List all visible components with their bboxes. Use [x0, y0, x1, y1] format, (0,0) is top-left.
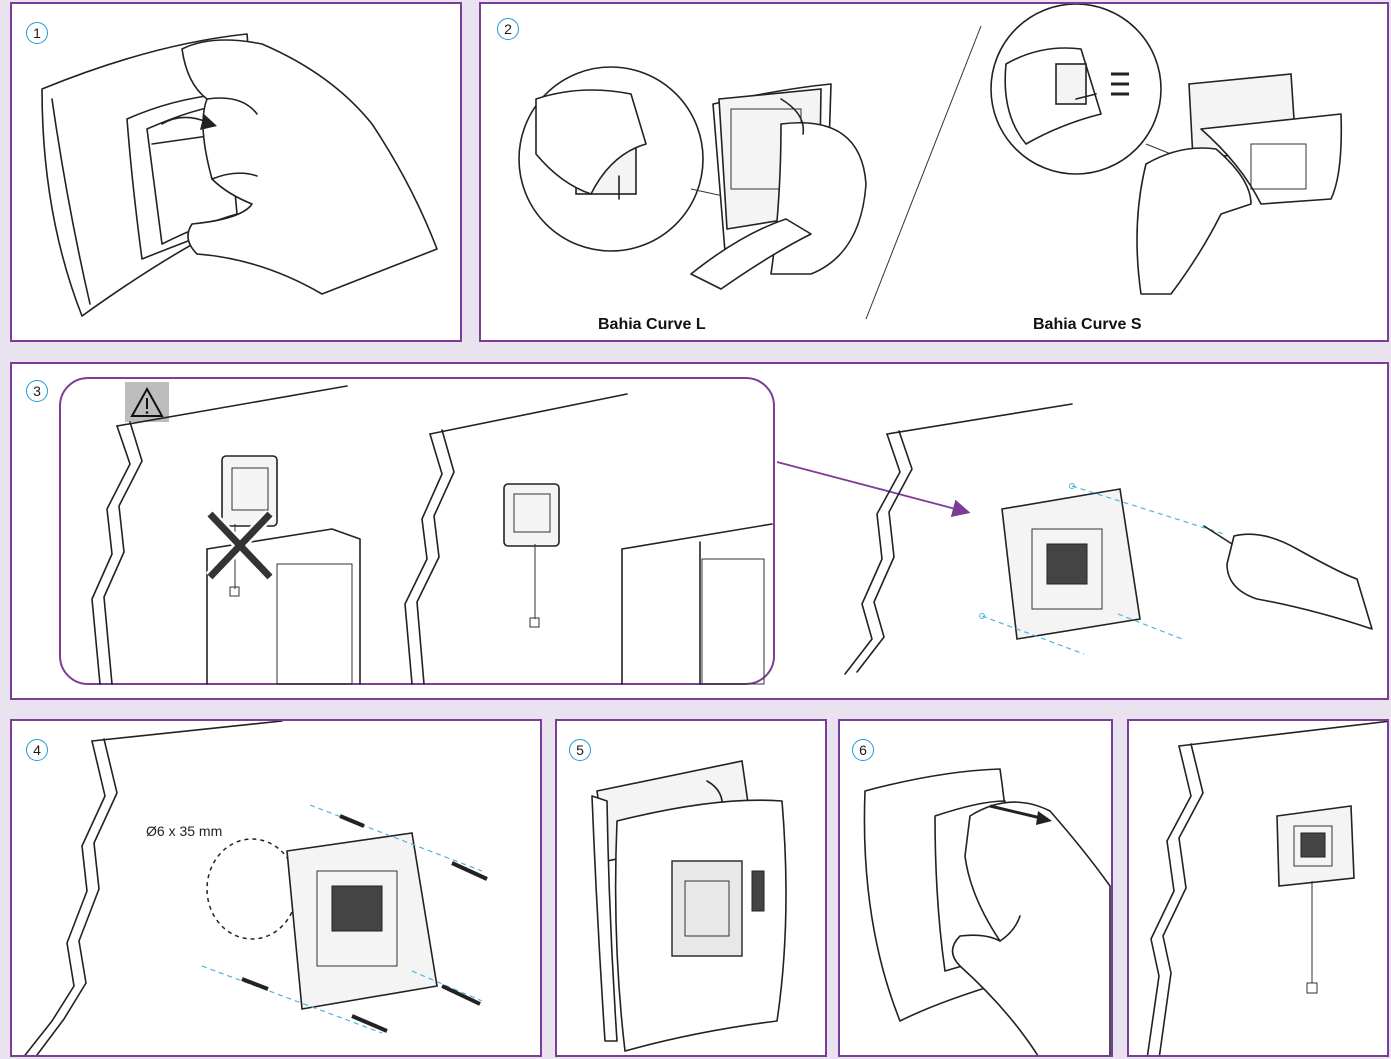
step-1-illustration [12, 4, 462, 342]
device-curve-s [1137, 74, 1341, 294]
wall-edge [1147, 721, 1389, 1057]
placement-callout-frame [60, 378, 774, 684]
zoom-circle-left [519, 67, 703, 251]
step-4-panel: 4 Ø6 x 35 mm [10, 719, 542, 1057]
thermostat-base-correct [504, 484, 559, 627]
step-4-illustration [12, 721, 542, 1057]
thermostat-base [287, 833, 437, 1009]
step-6-illustration [840, 721, 1113, 1057]
step-3-panel: 3 [10, 362, 1389, 700]
step-5-panel: 5 [555, 719, 827, 1057]
step-6-panel: 6 [838, 719, 1113, 1057]
divider-line [866, 26, 981, 319]
wall-plug-callout [207, 839, 297, 939]
thermostat-base-mounted [1002, 489, 1140, 639]
cabinet [622, 524, 772, 684]
step-5-illustration [557, 721, 827, 1057]
step-2-illustration [481, 4, 1389, 342]
callout-arrow [777, 462, 967, 512]
thermostat-open [592, 761, 786, 1051]
wall-plug-dimension: Ø6 x 35 mm [146, 823, 222, 839]
step-3-illustration [12, 364, 1389, 700]
wall-edge [22, 721, 282, 1057]
hand [182, 40, 437, 294]
zoom-circle-right [991, 4, 1161, 174]
hand-with-pencil [1204, 526, 1372, 629]
thermostat-installed [1277, 806, 1354, 993]
step-2-panel: 2 [479, 2, 1389, 342]
step-7-illustration [1129, 721, 1389, 1057]
device-curve-l [691, 84, 866, 289]
wall-edge [92, 386, 347, 684]
warning-icon [125, 382, 169, 422]
caption-bahia-curve-s: Bahia Curve S [1033, 316, 1141, 334]
step-1-panel: 1 [10, 2, 462, 342]
step-7-panel [1127, 719, 1389, 1057]
caption-bahia-curve-l: Bahia Curve L [598, 316, 706, 334]
